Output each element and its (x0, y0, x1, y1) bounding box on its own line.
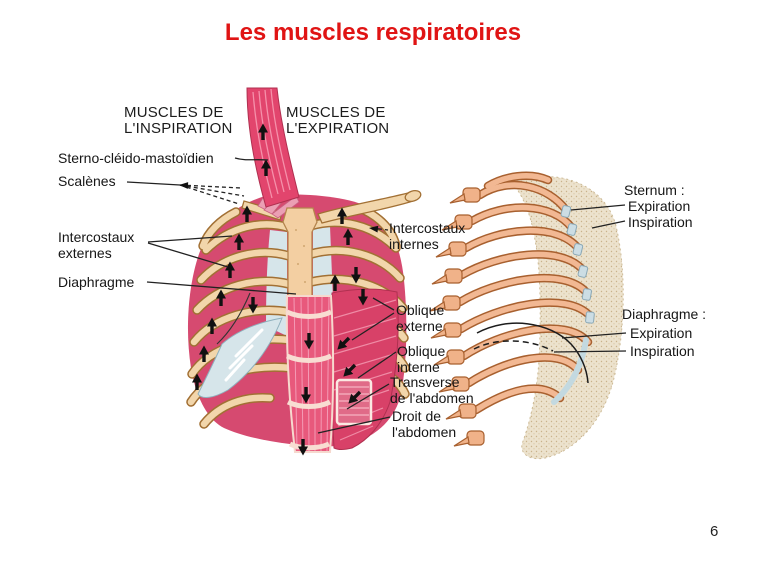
rectus-striations (293, 296, 330, 452)
diaphragm-expiration-curve (476, 322, 589, 384)
scalenes-arrowhead (178, 181, 189, 189)
label-sternum-expiration: Expiration (628, 198, 691, 214)
web-slits (224, 328, 264, 382)
label-oblique-interne: Oblique interne (397, 343, 446, 375)
label-diaphragme-expiration: Expiration (630, 325, 693, 341)
leader-sternum-expiration (570, 204, 626, 211)
page-number: 6 (710, 523, 719, 540)
label-intercostaux-externes: Intercostaux externes (58, 229, 135, 261)
diaphragm-inspiration-curve (473, 340, 554, 352)
leader-diaphragme-expiration (561, 332, 627, 339)
rectus-abdominis (285, 295, 335, 453)
tendinous-bands (285, 309, 333, 451)
leader-scm (234, 157, 269, 161)
label-sternum-inspiration: Inspiration (628, 214, 693, 230)
label-oblique-externe: Oblique externe (396, 302, 445, 334)
label-scalenes: Scalènes (58, 173, 116, 189)
sternum-cartilage-nubs (560, 205, 595, 324)
label-diaphragme-left: Diaphragme (58, 274, 135, 290)
leader-sternum-inspiration (591, 220, 626, 229)
header-muscles-expiration: MUSCLES DE L'EXPIRATION (286, 104, 390, 137)
front-ribcage-illustration (186, 87, 422, 456)
label-transverse-abdomen: Transverse de l'abdomen (390, 374, 474, 406)
slide-title: Les muscles respiratoires (224, 19, 522, 46)
lateral-ribcage-illustration (429, 171, 624, 460)
leader-oblique-int (357, 351, 397, 379)
leader-scalenes-dashed (179, 184, 245, 205)
spine (429, 187, 485, 447)
abdominal-muscles (285, 288, 399, 453)
label-diaphragme-inspiration: Inspiration (630, 343, 695, 359)
leader-ic-ext-1 (147, 235, 233, 243)
leader-droit (317, 416, 391, 434)
leader-oblique-ext-1 (372, 297, 395, 311)
lateral-ribs (457, 173, 593, 413)
label-sterno-cleido-mastoidien: Sterno-cléido-mastoïdien (58, 150, 214, 166)
diaphragm-dome-line (216, 292, 251, 345)
leader-oblique-ext-2 (351, 312, 395, 341)
label-sternum-title: Sternum : (624, 182, 685, 198)
leader-lines (126, 157, 627, 434)
leader-diaphragme-left (146, 281, 297, 295)
label-intercostaux-internes: Intercostaux internes (389, 220, 466, 252)
header-muscles-inspiration: MUSCLES DE L'INSPIRATION (124, 104, 233, 137)
costal-margin-cartilage (551, 337, 589, 405)
label-droit-abdomen: Droit de l'abdomen (392, 408, 457, 440)
leader-diaphragme-inspiration (553, 350, 627, 353)
leader-transverse (346, 383, 390, 410)
cartilage-right-strip (313, 226, 333, 302)
leader-ic-ext-2 (147, 242, 229, 268)
leader-scalenes-solid (126, 181, 181, 186)
sternocleidomastoid (246, 87, 300, 208)
label-diaphragme-right-title: Diaphragme : (622, 306, 707, 322)
